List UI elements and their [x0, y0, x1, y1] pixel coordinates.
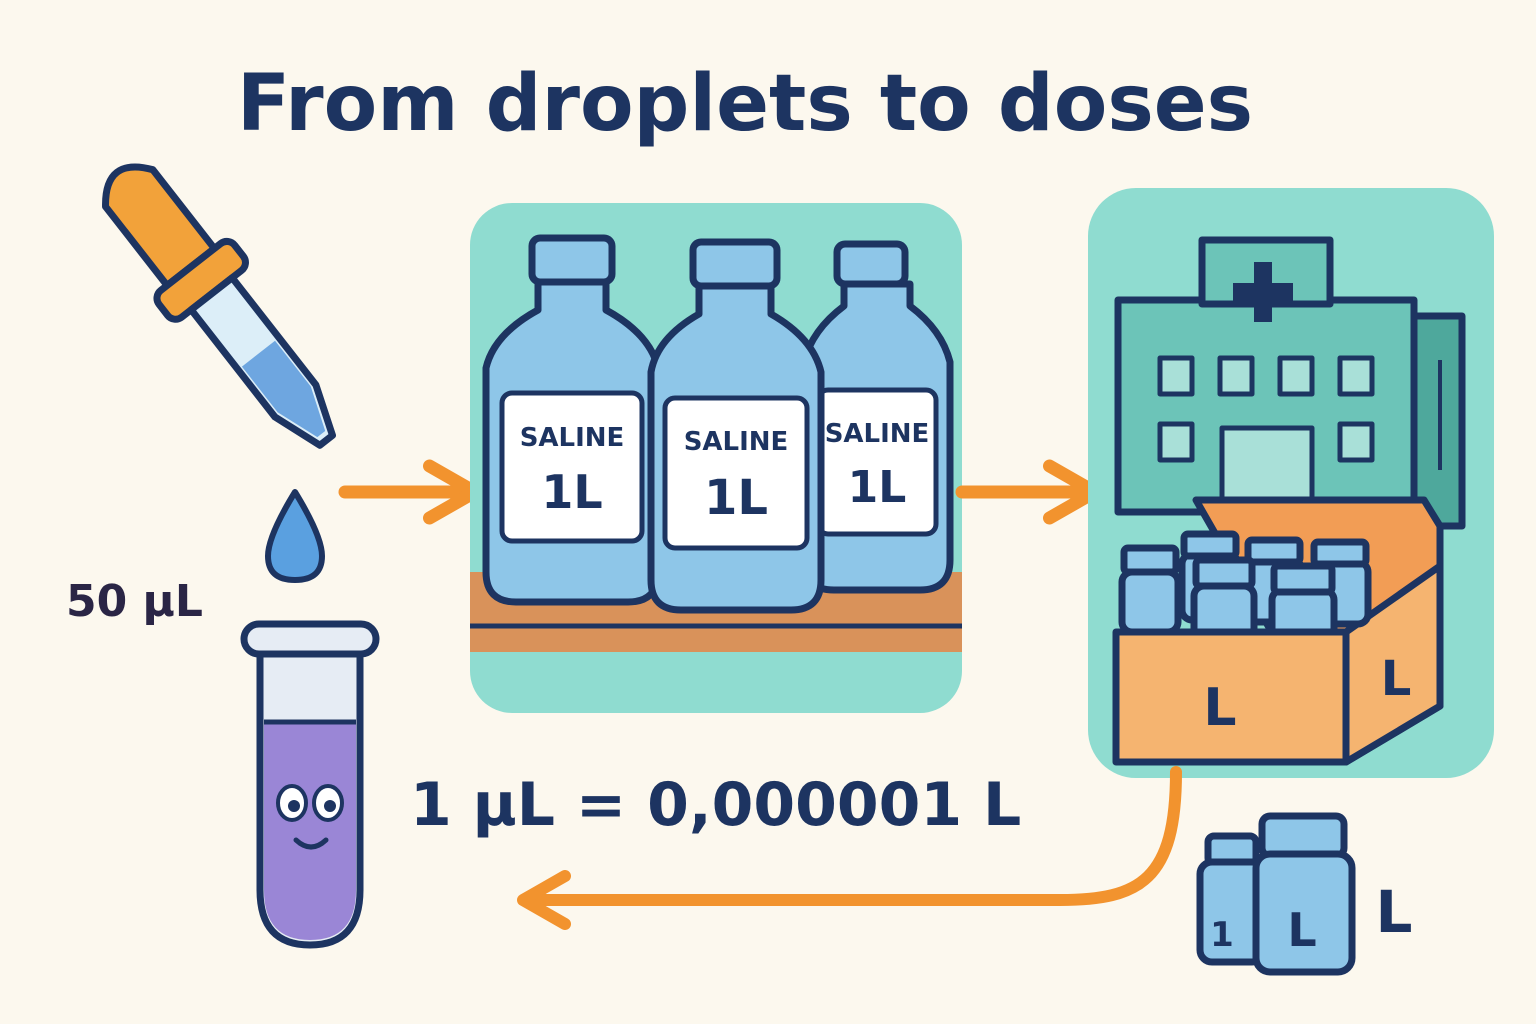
saline-bottle-volume: 1L: [848, 462, 907, 513]
crate-side-label: L: [1381, 651, 1412, 707]
dropper-volume-label: 50 µL: [66, 576, 203, 627]
crate-front-label: L: [1203, 678, 1236, 738]
vial-label: L: [1287, 903, 1316, 957]
saline-bottle-icon: SALINE 1L: [647, 238, 825, 614]
dropper-icon: [102, 163, 336, 449]
medical-cross-icon: [1233, 262, 1293, 322]
small-vials: 1 L: [1196, 812, 1356, 976]
saline-bottle-name: SALINE: [825, 419, 930, 449]
saline-bottle-volume: 1L: [541, 465, 602, 519]
small-vials-unit-label: L: [1376, 878, 1413, 946]
test-tube-icon: [240, 620, 380, 949]
saline-bottle-icon: SALINE 1L: [800, 240, 954, 594]
vial-label: 1: [1210, 915, 1234, 955]
arrow-icon: [517, 766, 1182, 930]
saline-bottle-name: SALINE: [684, 427, 789, 457]
page-title: From droplets to doses: [237, 59, 1253, 149]
vial-icon: 1: [1196, 832, 1268, 966]
saline-bottle-volume: 1L: [704, 470, 768, 526]
saline-bottle-name: SALINE: [520, 423, 625, 453]
conversion-text: 1 µL = 0,000001 L: [410, 770, 1021, 840]
vial-crate-icon: L L: [1112, 496, 1444, 766]
vial-icon: L: [1252, 812, 1356, 976]
saline-bottle-icon: SALINE 1L: [482, 234, 662, 606]
droplet-icon: [265, 489, 325, 583]
saline-bottles: SALINE 1L SALINE 1L SALINE 1L: [482, 234, 954, 614]
